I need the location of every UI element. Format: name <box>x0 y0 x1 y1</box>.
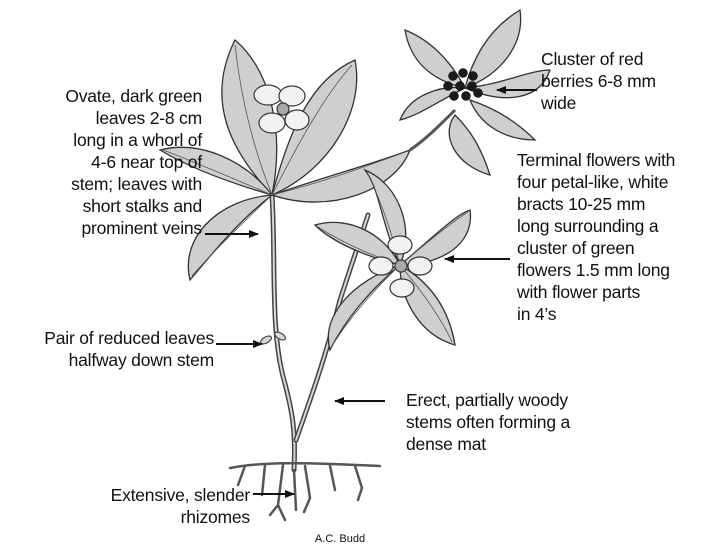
illustrator-credit: A.C. Budd <box>300 533 380 546</box>
rhizomes <box>230 463 380 520</box>
label-stems: Erect, partially woody stems often formi… <box>406 389 636 455</box>
label-reduced-leaves: Pair of reduced leaves halfway down stem <box>2 327 214 371</box>
label-flowers: Terminal flowers with four petal-like, w… <box>517 149 717 325</box>
label-leaves: Ovate, dark green leaves 2-8 cm long in … <box>2 85 202 239</box>
berries <box>444 69 483 101</box>
label-berries: Cluster of red berries 6-8 mm wide <box>541 48 711 114</box>
reduced-leaves <box>259 330 286 345</box>
label-rhizomes: Extensive, slender rhizomes <box>40 484 250 528</box>
